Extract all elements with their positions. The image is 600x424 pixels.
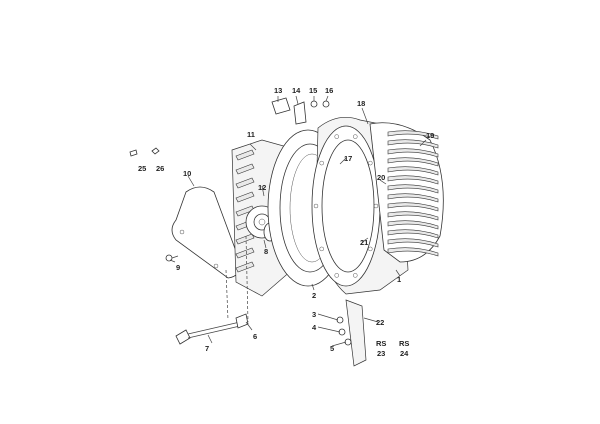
label-19: 19 <box>426 131 434 140</box>
label-9: 9 <box>176 263 180 272</box>
drum-bolt <box>373 203 379 209</box>
label-24: 24 <box>400 349 409 358</box>
label-10: 10 <box>183 169 191 178</box>
label-4: 4 <box>312 323 317 332</box>
label-13: 13 <box>274 86 282 95</box>
rotor-fin <box>387 211 439 221</box>
stator-fin <box>235 261 255 273</box>
label-5: 5 <box>330 344 334 353</box>
stator-fin <box>235 163 255 175</box>
drum-bolt <box>368 246 373 252</box>
label-1: 1 <box>397 275 401 284</box>
label-20: 20 <box>377 173 385 182</box>
assembly-line-1 <box>225 269 229 321</box>
drum-bolt <box>313 203 319 209</box>
label-2: 2 <box>312 291 316 300</box>
rotor-fin <box>387 247 439 257</box>
label-7: 7 <box>205 344 209 353</box>
drum-bolt <box>319 160 324 166</box>
rotor-fin <box>387 202 439 212</box>
label-25: 25 <box>138 164 146 173</box>
label-rs-23: RS <box>376 339 386 348</box>
rotor-fin <box>387 220 439 230</box>
label-15: 15 <box>309 86 317 95</box>
cover-plate <box>171 186 241 279</box>
stator-fin <box>235 191 255 203</box>
drum-bolt <box>334 273 339 278</box>
mounting-bracket <box>336 299 367 367</box>
label-6: 6 <box>253 332 257 341</box>
label-16: 16 <box>325 86 333 95</box>
label-21: 21 <box>360 238 368 247</box>
drum-bolt <box>334 134 339 139</box>
stator-fin <box>235 247 255 259</box>
drum-bolt <box>353 273 358 278</box>
rotor-fin <box>387 175 439 185</box>
assembly-line-2 <box>245 235 249 323</box>
rotor-fin <box>387 130 439 140</box>
label-3: 3 <box>312 310 316 319</box>
stator-fin <box>235 177 255 189</box>
label-8: 8 <box>264 247 268 256</box>
label-11: 11 <box>247 130 255 139</box>
label-17: 17 <box>344 154 352 163</box>
rotor-fin <box>387 229 439 239</box>
label-12: 12 <box>258 183 266 192</box>
rotor-fin <box>387 139 439 149</box>
label-rs-24: RS <box>399 339 409 348</box>
label-23: 23 <box>377 349 385 358</box>
rotor-fin <box>387 193 439 203</box>
screw-9 <box>165 254 179 262</box>
rotor-fin <box>387 157 439 167</box>
label-18: 18 <box>357 99 365 108</box>
drum-bolt <box>368 160 373 166</box>
long-bolt <box>175 313 249 345</box>
rotor-fin <box>387 238 439 248</box>
label-26: 26 <box>156 164 164 173</box>
rotor-fin <box>387 184 439 194</box>
label-14: 14 <box>292 86 301 95</box>
stator-fin <box>235 233 255 245</box>
stator-fin <box>235 149 255 161</box>
rotor-fin <box>387 166 439 176</box>
leader-lines <box>169 95 427 347</box>
finned-rotor <box>369 122 444 263</box>
label-22: 22 <box>376 318 384 327</box>
top-brackets <box>271 97 330 125</box>
rotor-fin <box>387 148 439 158</box>
part-labels: 1 2 3 4 5 6 7 8 9 10 11 12 13 14 15 16 1… <box>138 86 434 358</box>
drum-bolt <box>319 246 324 252</box>
drum-bolt <box>353 134 358 139</box>
fasteners-25-26 <box>129 147 160 157</box>
